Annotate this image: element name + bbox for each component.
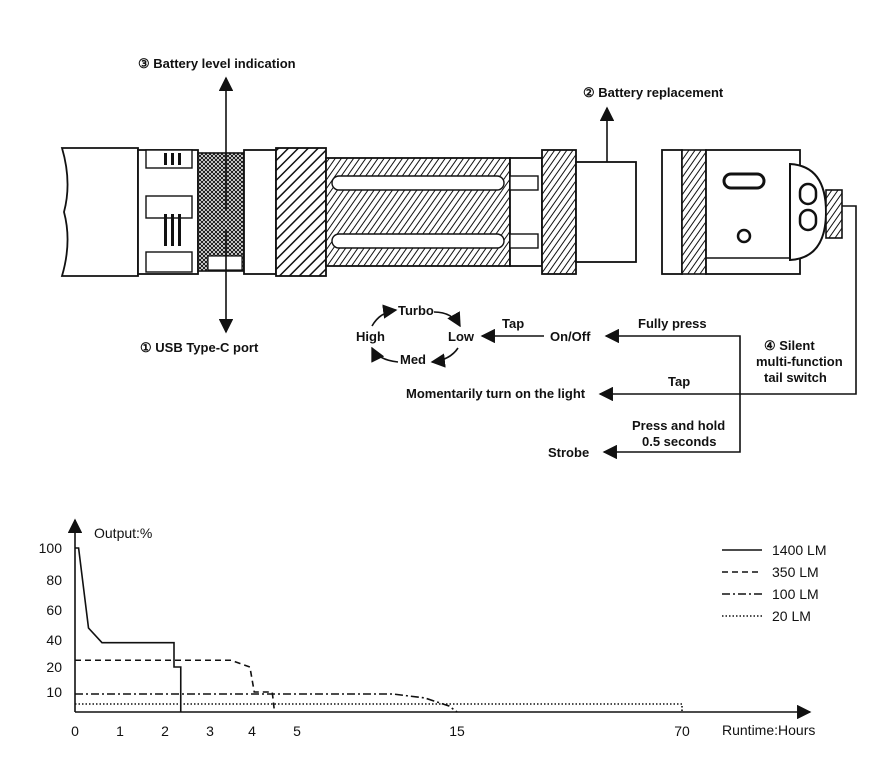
- cycle-arrow-turbo-low: [433, 311, 461, 328]
- fully-press-label: Fully press: [638, 316, 707, 331]
- legend-label-2: 100 LM: [772, 586, 819, 602]
- x-axis-label: Runtime:Hours: [722, 722, 815, 738]
- x-tick-0: 0: [71, 723, 79, 739]
- momentary-label: Momentarily turn on the light: [406, 386, 586, 401]
- body-tube: [325, 157, 511, 267]
- flashlight-head: [60, 147, 139, 277]
- usb-port-label: ① USB Type-C port: [140, 340, 259, 355]
- knurled-ring: [275, 147, 327, 277]
- x-tick-5: 5: [293, 723, 301, 739]
- usb-port-section: [197, 152, 245, 272]
- x-tick-15: 15: [449, 723, 465, 739]
- cycle-arrow-med-high: [371, 346, 399, 363]
- thread-end: [509, 149, 577, 275]
- x-tick-4: 4: [248, 723, 256, 739]
- y-tick-20: 20: [46, 659, 62, 675]
- tail-switch-label-1: ④ Silent: [764, 338, 815, 353]
- tail-cap: [661, 149, 843, 275]
- x-tick-3: 3: [206, 723, 214, 739]
- y-tick-60: 60: [46, 602, 62, 618]
- head-ring: [137, 149, 199, 275]
- tail-switch-label-2: multi-function: [756, 354, 843, 369]
- y-tick-100: 100: [39, 540, 63, 556]
- fully-press-arrow: [604, 328, 741, 394]
- y-axis-label: Output:%: [94, 525, 152, 541]
- legend-label-3: 20 LM: [772, 608, 811, 624]
- tail-switch-label-3: tail switch: [764, 370, 827, 385]
- press-hold-label-2: 0.5 seconds: [642, 434, 716, 449]
- series-1400-lm: [75, 547, 182, 712]
- series-350-lm: [75, 659, 276, 713]
- battery-replacement-label: ② Battery replacement: [583, 85, 724, 100]
- battery-level-label: ③ Battery level indication: [138, 56, 296, 71]
- collar: [243, 149, 277, 275]
- y-tick-40: 40: [46, 632, 62, 648]
- legend-label-0: 1400 LM: [772, 542, 826, 558]
- x-tick-70: 70: [674, 723, 690, 739]
- mode-cycle: Turbo High Low Med: [356, 303, 475, 368]
- series-20-lm: [75, 703, 683, 712]
- cycle-arrow-low-med: [430, 347, 459, 368]
- chart-legend: 1400 LM 350 LM 100 LM 20 LM: [722, 542, 826, 624]
- on-off-label: On/Off: [550, 329, 591, 344]
- runtime-chart: Output:% Runtime:Hours 0 1 2 3 4 5 15 70 10 20 40 6…: [39, 518, 826, 739]
- tap-momentary-label: Tap: [668, 374, 690, 389]
- tail-switch: [825, 189, 843, 239]
- press-hold-arrow: [602, 394, 741, 460]
- x-tick-2: 2: [161, 723, 169, 739]
- mode-high: High: [356, 329, 385, 344]
- x-tick-1: 1: [116, 723, 124, 739]
- y-tick-10: 10: [46, 684, 62, 700]
- cycle-arrow-high-turbo: [371, 304, 398, 327]
- series-100-lm: [75, 693, 458, 713]
- y-tick-80: 80: [46, 572, 62, 588]
- tap-mode-label: Tap: [502, 316, 524, 331]
- battery: [575, 161, 637, 263]
- flashlight-body: [60, 147, 843, 277]
- press-hold-label-1: Press and hold: [632, 418, 725, 433]
- mode-med: Med: [400, 352, 426, 367]
- legend-label-1: 350 LM: [772, 564, 819, 580]
- strobe-label: Strobe: [548, 445, 589, 460]
- momentary-arrow: [598, 205, 857, 402]
- mode-turbo: Turbo: [398, 303, 434, 318]
- mode-low: Low: [448, 329, 475, 344]
